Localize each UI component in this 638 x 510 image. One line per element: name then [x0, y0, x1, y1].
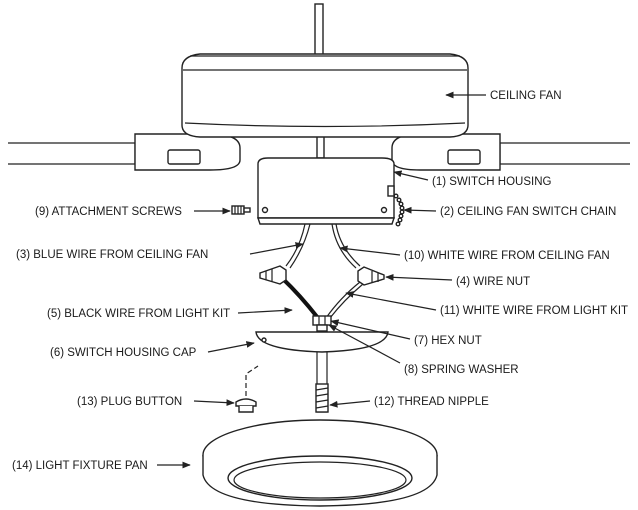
label-black-wire-kit: (5) BLACK WIRE FROM LIGHT KIT: [47, 308, 230, 320]
wire-nut-left: [259, 265, 287, 285]
label-white-wire-fan: (10) WHITE WIRE FROM CEILING FAN: [404, 250, 610, 262]
light-fixture-pan: [202, 419, 438, 507]
label-spring-washer: (8) SPRING WASHER: [404, 364, 519, 376]
ceiling-fan-motor-housing: [181, 53, 469, 138]
label-white-wire-kit: (11) WHITE WIRE FROM LIGHT KIT: [440, 305, 628, 317]
switch-chain: [393, 193, 405, 227]
thread-nipple: [315, 324, 329, 413]
wires: [280, 223, 364, 320]
label-switch-housing: (1) SWITCH HOUSING: [432, 176, 552, 188]
label-plug-button: (13) PLUG BUTTON: [77, 396, 182, 408]
leader-arrows: [157, 91, 486, 469]
label-hex-nut: (7) HEX NUT: [414, 335, 482, 347]
label-wire-nut: (4) WIRE NUT: [456, 276, 530, 288]
plug-button: [235, 365, 259, 413]
fan-blade-right: [391, 133, 630, 171]
wire-nut-right: [357, 266, 385, 286]
switch-housing-cap: [255, 331, 389, 353]
hex-nut: [312, 315, 332, 326]
fan-blade-left: [8, 133, 241, 171]
attachment-screw: [231, 205, 251, 215]
label-ceiling-fan: CEILING FAN: [490, 90, 562, 102]
label-blue-wire: (3) BLUE WIRE FROM CEILING FAN: [16, 249, 208, 261]
label-switch-chain: (2) CEILING FAN SWITCH CHAIN: [440, 206, 616, 218]
label-switch-housing-cap: (6) SWITCH HOUSING CAP: [50, 347, 197, 359]
switch-housing: [257, 157, 395, 225]
label-attachment-screws: (9) ATTACHMENT SCREWS: [35, 206, 182, 218]
label-light-fixture-pan: (14) LIGHT FIXTURE PAN: [12, 460, 148, 472]
label-thread-nipple: (12) THREAD NIPPLE: [374, 396, 489, 408]
